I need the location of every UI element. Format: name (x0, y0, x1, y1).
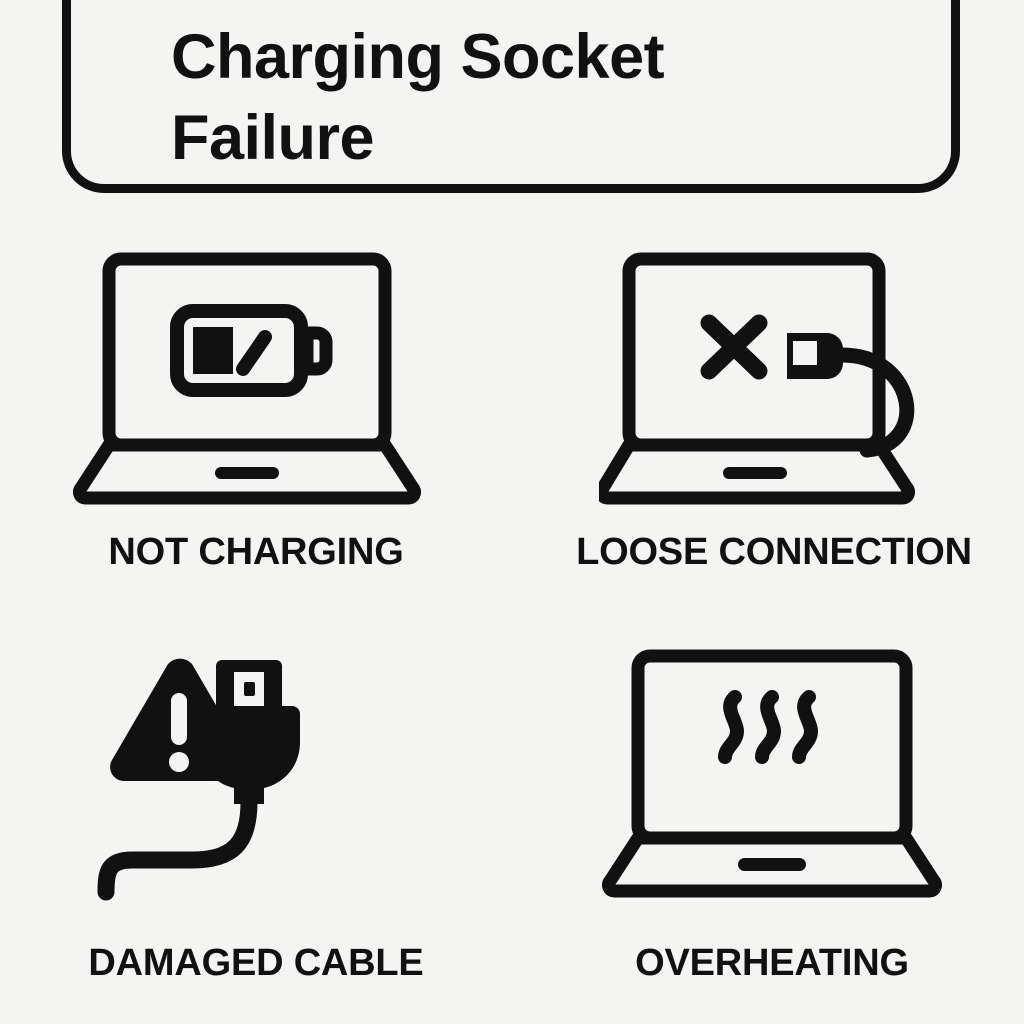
laptop-trackpad (723, 467, 787, 479)
failure-item-overheating: OVERHEATING (512, 630, 1024, 1015)
x-mark-icon (700, 314, 768, 380)
failure-label-damaged-cable: DAMAGED CABLE (88, 942, 424, 984)
laptop-trackpad (215, 467, 279, 479)
failure-label-overheating: OVERHEATING (635, 942, 909, 984)
failure-item-not-charging: NOT CHARGING (0, 245, 512, 630)
usb-plug-icon (198, 660, 300, 804)
page-title: Charging Socket Failure (171, 22, 665, 173)
laptop-trackpad (738, 858, 806, 871)
laptop-heat-waves-icon (602, 649, 942, 898)
laptop-unplugged-x-icon (599, 252, 915, 505)
failure-item-loose-connection: LOOSE CONNECTION (512, 245, 1024, 630)
failure-item-damaged-cable: DAMAGED CABLE (0, 630, 512, 1015)
title-banner: Charging Socket Failure (62, 0, 960, 193)
charger-cable (834, 347, 915, 458)
cable-run (97, 793, 258, 901)
failure-label-loose-connection: LOOSE CONNECTION (576, 531, 972, 573)
laptop-low-battery-icon (73, 252, 421, 505)
heat-waves-icon (718, 690, 819, 764)
warning-usb-cable-icon (97, 658, 300, 901)
battery-icon (170, 304, 333, 397)
failure-modes-grid: NOT CHARGING LOOSE C (0, 245, 1024, 1015)
charger-plug-icon (787, 333, 843, 379)
failure-label-not-charging: NOT CHARGING (108, 531, 404, 573)
